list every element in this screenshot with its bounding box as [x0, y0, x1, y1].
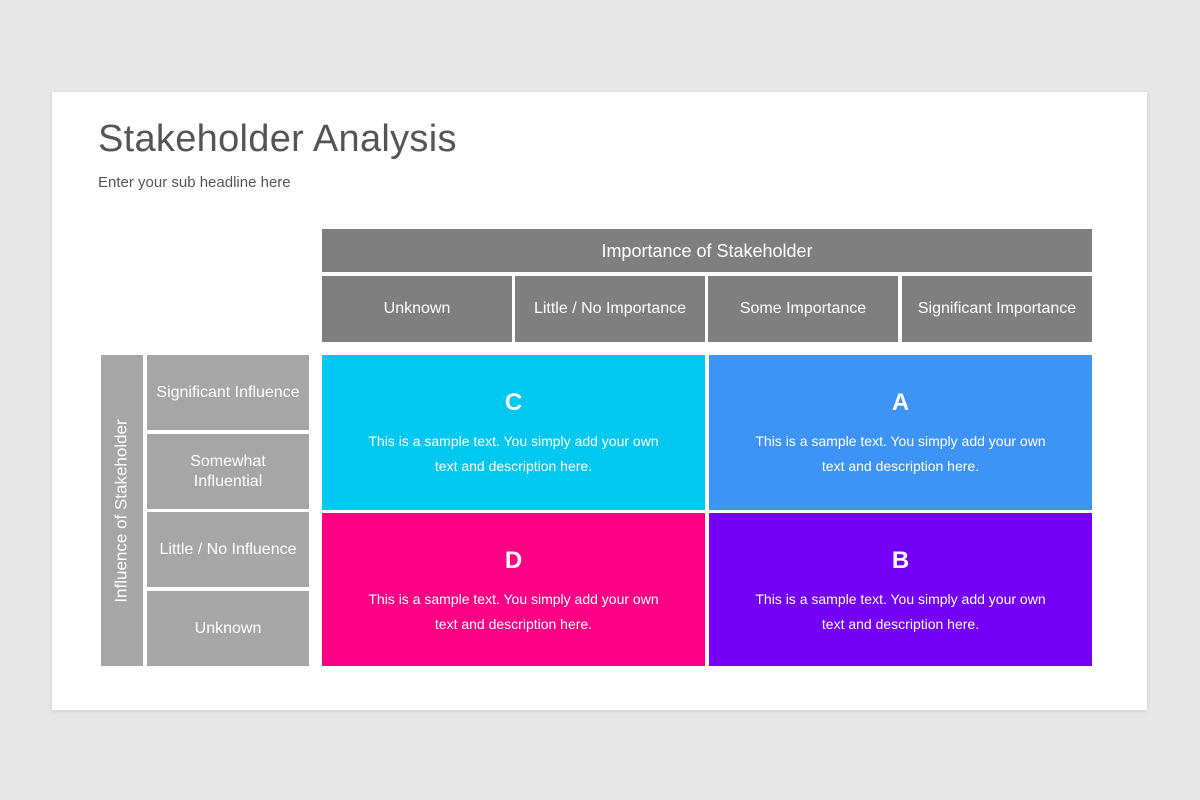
page-title: Stakeholder Analysis: [98, 118, 457, 160]
quadrant-c-text: This is a sample text. You simply add yo…: [368, 433, 659, 474]
influence-row-unknown: Unknown: [147, 591, 309, 666]
influence-row-little-no: Little / No Influence: [147, 512, 309, 587]
influence-axis-title: Influence of Stakeholder: [101, 355, 143, 666]
quadrant-d-text: This is a sample text. You simply add yo…: [368, 591, 659, 632]
quadrant-b-text: This is a sample text. You simply add yo…: [755, 591, 1046, 632]
quadrant-b: B This is a sample text. You simply add …: [709, 513, 1092, 666]
importance-column-significant: Significant Importance: [902, 276, 1092, 342]
importance-axis-title: Importance of Stakeholder: [322, 229, 1092, 272]
importance-column-unknown: Unknown: [322, 276, 512, 342]
influence-row-somewhat: Somewhat Influential: [147, 434, 309, 509]
influence-axis-label: Influence of Stakeholder: [112, 418, 132, 603]
quadrant-b-letter: B: [891, 547, 910, 574]
quadrant-c: C This is a sample text. You simply add …: [322, 355, 705, 510]
quadrant-a: A This is a sample text. You simply add …: [709, 355, 1092, 510]
page-subtitle: Enter your sub headline here: [98, 174, 291, 191]
quadrant-a-letter: A: [891, 389, 910, 416]
quadrant-d-letter: D: [504, 547, 523, 574]
quadrant-a-text: This is a sample text. You simply add yo…: [755, 433, 1046, 474]
quadrant-d: D This is a sample text. You simply add …: [322, 513, 705, 666]
influence-row-significant: Significant Influence: [147, 355, 309, 430]
importance-column-some: Some Importance: [708, 276, 898, 342]
quadrant-c-letter: C: [504, 389, 523, 416]
importance-column-little-no: Little / No Importance: [515, 276, 705, 342]
